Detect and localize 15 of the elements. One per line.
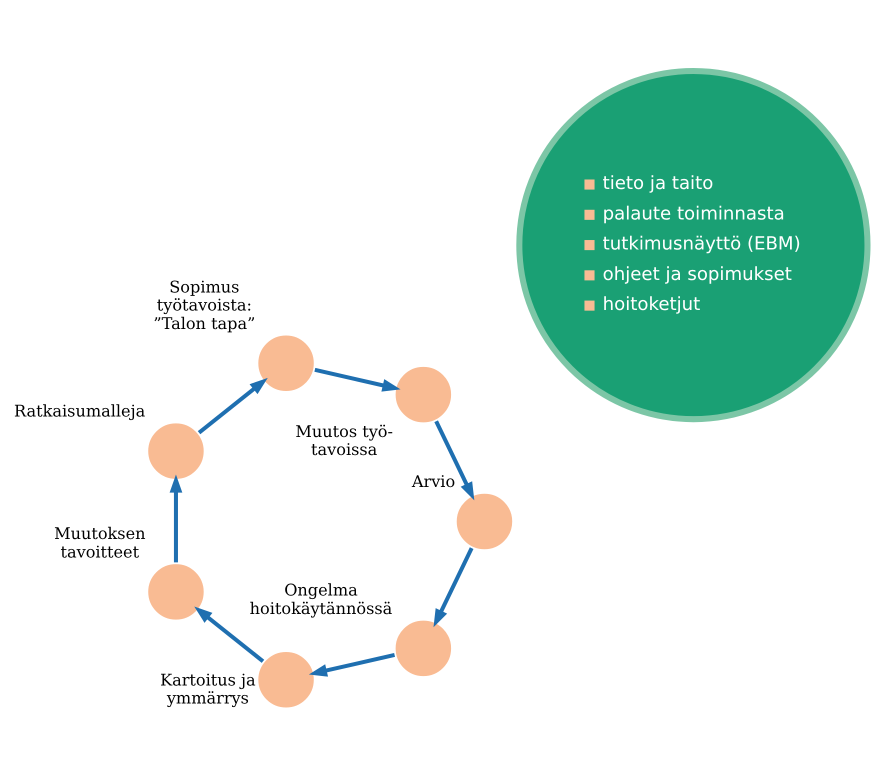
arrow bbox=[194, 606, 264, 662]
arrow bbox=[314, 367, 401, 392]
arrow bbox=[434, 420, 474, 500]
arrow bbox=[308, 652, 396, 676]
node-label: Muutos työ- tavoissa bbox=[295, 421, 393, 458]
node-label: Arvio bbox=[412, 471, 456, 490]
node-circle: tieto ja taito palaute toiminnasta tutkimusnäyttö (EBM) ohjeet ja sopimukset hoitoketjut bbox=[516, 67, 871, 422]
arrow bbox=[198, 377, 268, 434]
arrow bbox=[170, 474, 182, 562]
node-label: Ratkaisumalleja bbox=[14, 401, 146, 420]
arrow bbox=[434, 546, 474, 627]
node-label: Ongelma hoitokäytännössä bbox=[250, 580, 392, 618]
node-label: Muutoksen tavoitteet bbox=[54, 524, 146, 561]
node-label: Kartoitus ja ymmärrys bbox=[160, 670, 256, 708]
node-label: Sopimus työtavoista: ”Talon tapa” bbox=[153, 276, 256, 332]
